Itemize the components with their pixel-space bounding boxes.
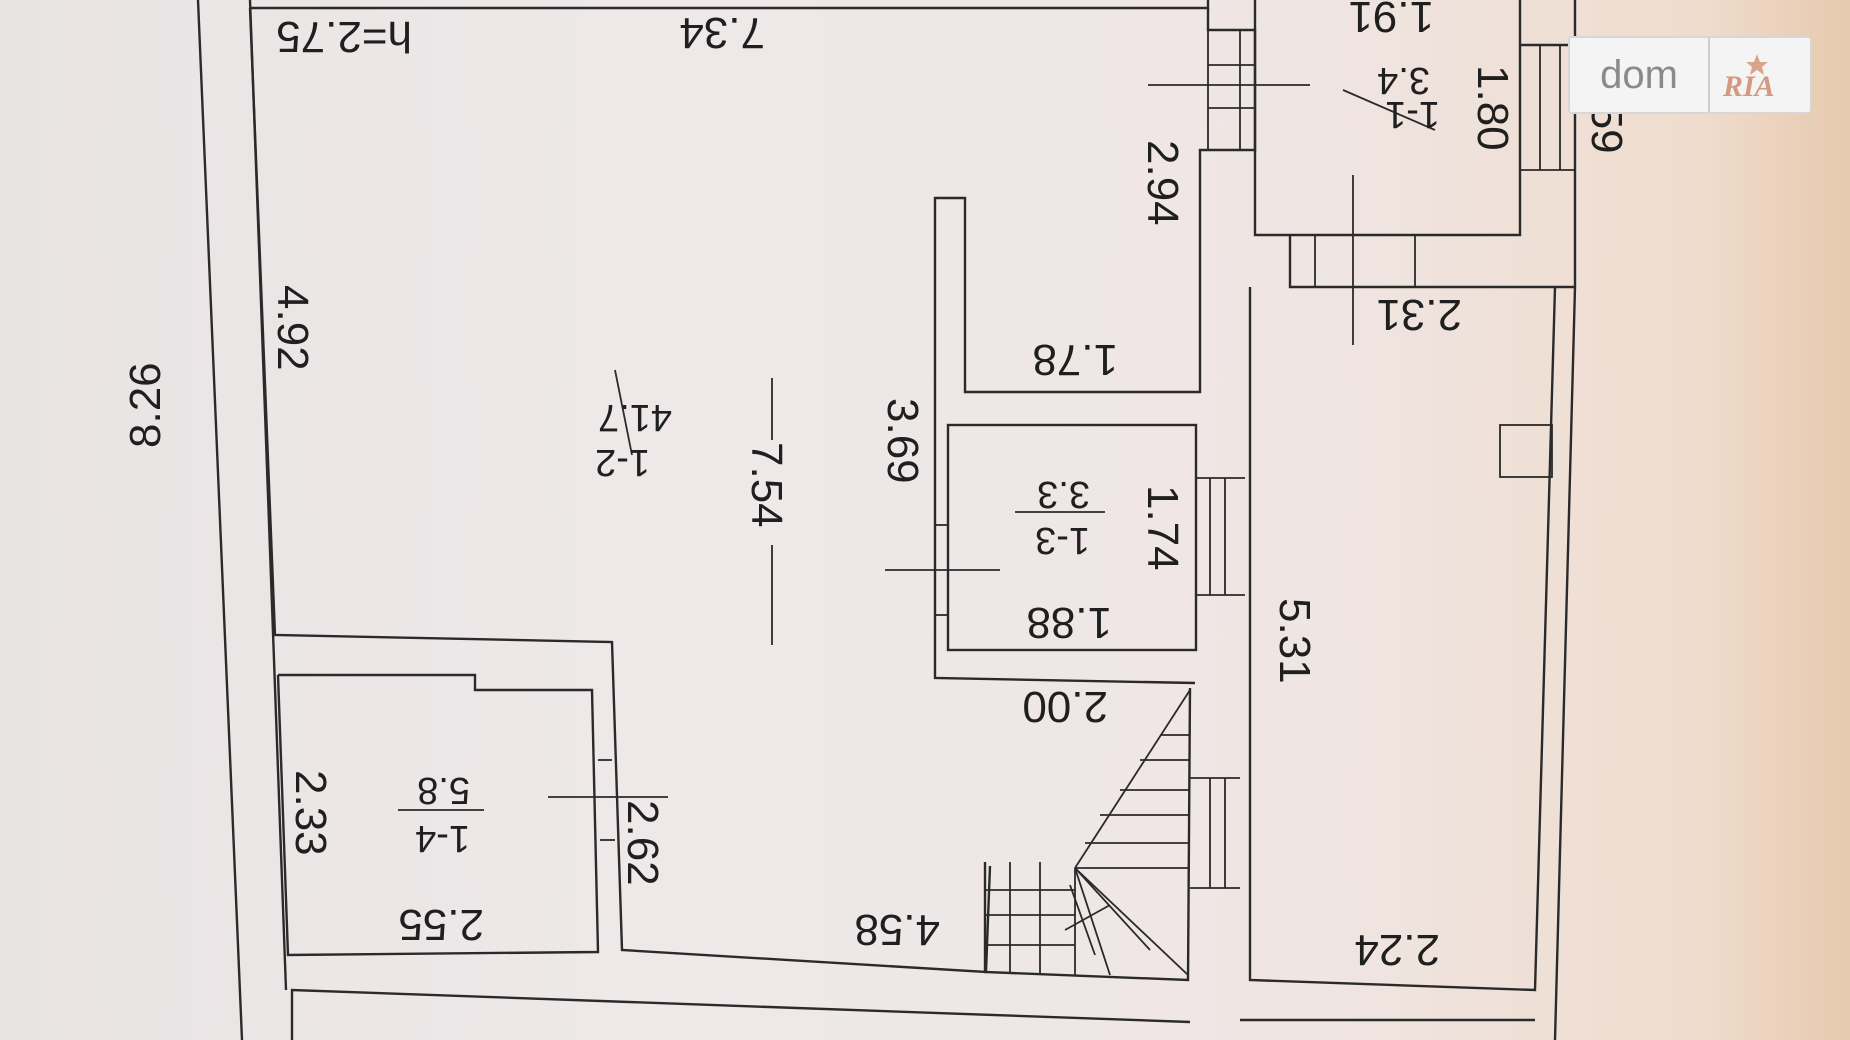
dim-vestibule-bottom: 2.31 — [1376, 290, 1462, 339]
dim-central-span: 7.54 — [742, 442, 791, 528]
dim-small-room-bottom: 2.55 — [398, 900, 484, 949]
watermark-ria-text: RIA — [1722, 70, 1775, 100]
room-1-1-fraction-bar — [1342, 89, 1436, 131]
dim-closet-bottom: 1.88 — [1026, 598, 1112, 647]
room-1-2-walls — [250, 0, 1210, 10]
stair-outline — [983, 687, 1192, 982]
dim-closet-side: 1.74 — [1138, 485, 1187, 571]
room-1-2-area: 41.7 — [598, 396, 672, 438]
dim-stair-run: 4.58 — [854, 905, 940, 954]
ria-logo-icon: RIA — [1722, 54, 1775, 100]
right-outer-wall — [1553, 45, 1577, 1040]
dim-stair-width: 2.00 — [1022, 682, 1108, 731]
room-1-3-id: 1-3 — [1035, 519, 1090, 561]
dim-right-room-side: 5.31 — [1270, 598, 1319, 684]
dim-left-wall: 4.92 — [268, 285, 317, 371]
bottom-room-left — [290, 988, 1191, 1040]
dim-room-1-1-right: 1.80 — [1468, 65, 1517, 151]
outer-wall-left — [196, 0, 244, 1040]
watermark-dom-text: dom — [1570, 38, 1710, 112]
stair-well-top — [1520, 0, 1577, 47]
watermark-ria-logo: RIA — [1710, 38, 1810, 112]
dim-top-width: 7.34 — [679, 8, 765, 57]
room-1-3-walls — [946, 423, 1198, 652]
stair-fan-3 — [1074, 867, 1151, 951]
room-1-2-id: 1-2 — [595, 441, 650, 483]
room-1-3-area: 3.3 — [1037, 473, 1090, 515]
right-room-walls — [1248, 286, 1557, 992]
dim-outer-total: 8.26 — [121, 362, 170, 448]
right-room-column — [1499, 424, 1553, 478]
dim-room-1-1-top: 1.91 — [1348, 0, 1434, 41]
stair-arrow — [1069, 884, 1096, 956]
dim-small-room-door: 2.62 — [618, 800, 667, 886]
dim-partition: 3.69 — [878, 398, 927, 484]
room-1-4-id: 1-4 — [415, 817, 470, 859]
dom-ria-watermark: dom RIA — [1568, 36, 1812, 114]
dim-height-note: h=2.75 — [276, 12, 412, 61]
room-1-1-area: 3.4 — [1377, 59, 1430, 101]
room-1-2-fraction-bar — [614, 369, 633, 456]
dim-right-room-bottom: 2.24 — [1354, 925, 1440, 974]
stair-fan-1 — [1074, 867, 1189, 976]
room-1-4-area: 5.8 — [417, 769, 470, 811]
dim-corridor-lower: 1.78 — [1032, 335, 1118, 384]
stair-fan-4 — [1064, 904, 1111, 931]
stair-fan-2 — [1074, 867, 1111, 976]
room-1-4-walls — [276, 673, 600, 957]
vestibule-walls — [1288, 235, 1575, 289]
room-1-1-id: 1-1 — [1385, 93, 1440, 135]
room-1-1-walls — [1253, 0, 1522, 237]
stair-diagonal — [1074, 689, 1191, 869]
dim-corridor-upper: 2.94 — [1138, 140, 1187, 226]
dim-small-room-side: 2.33 — [286, 770, 335, 856]
room-1-2-outline — [248, 7, 992, 974]
